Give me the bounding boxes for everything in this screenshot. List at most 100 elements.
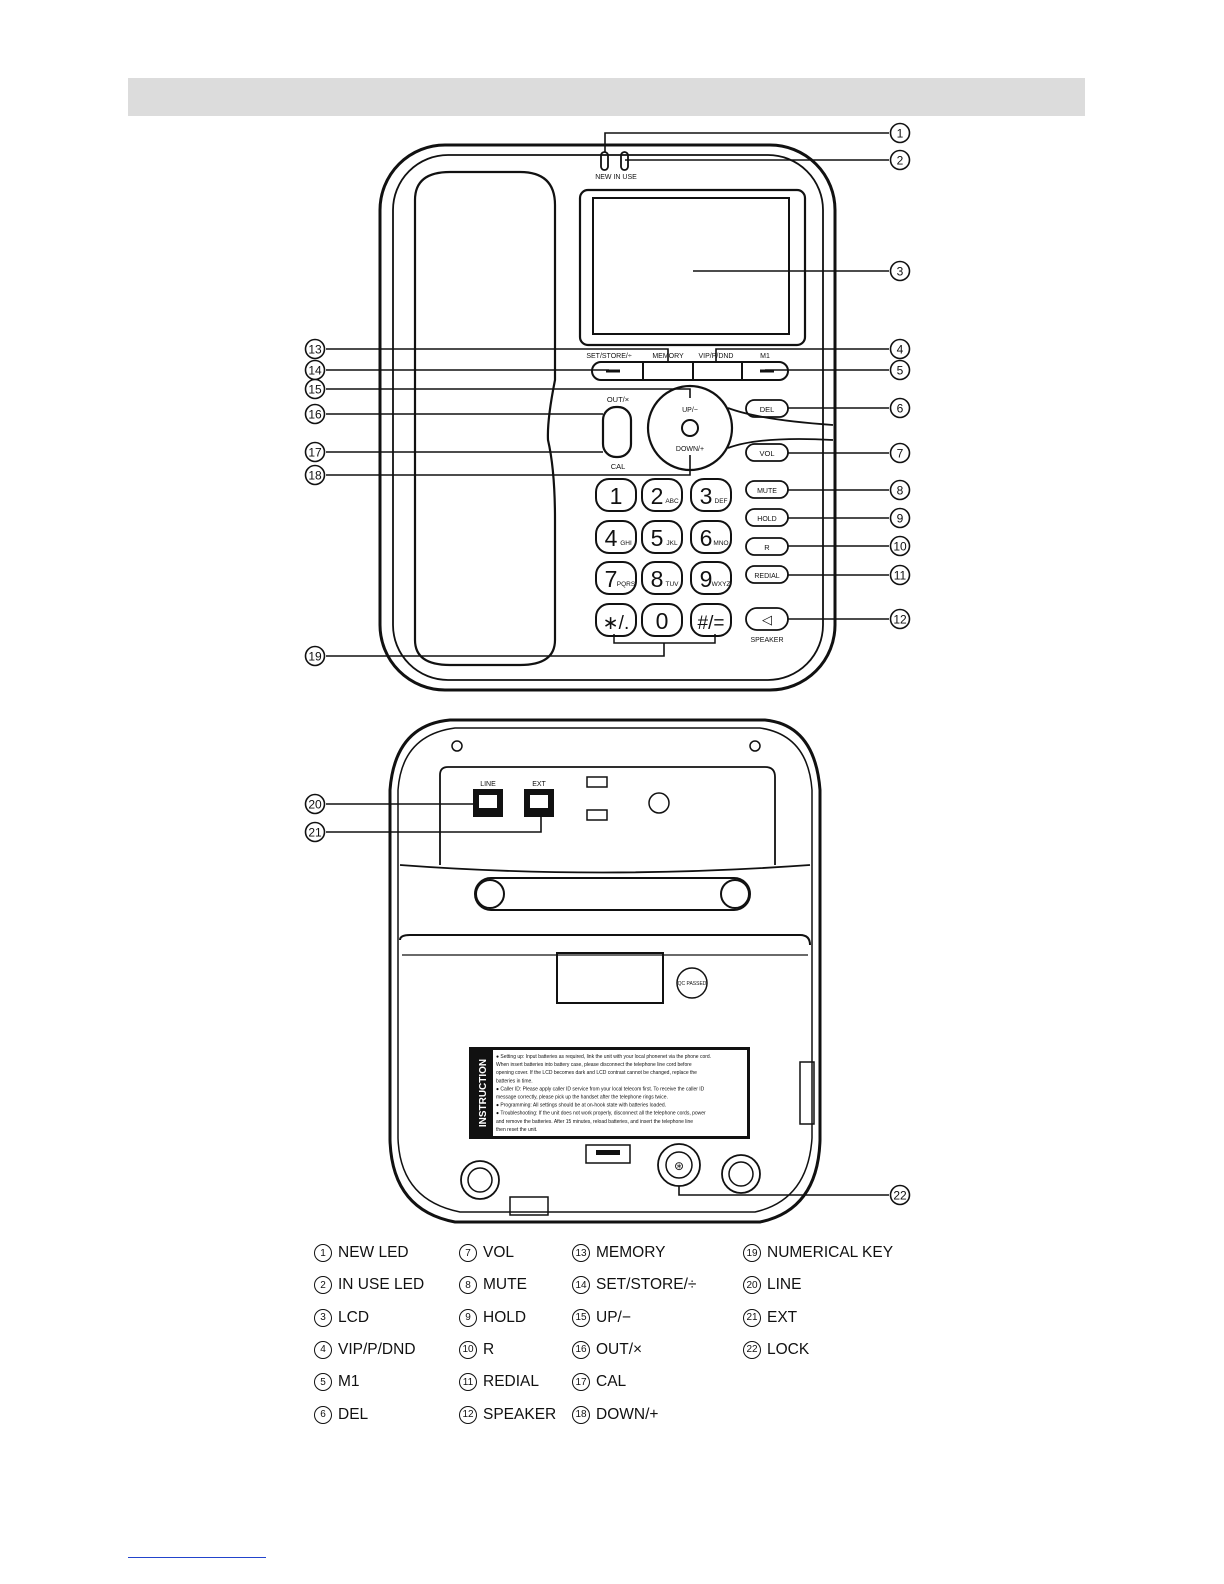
qc-label: QC PASSED xyxy=(678,981,707,987)
leader-line xyxy=(604,132,889,152)
callout-number: 6 xyxy=(897,402,904,416)
callout-number: 10 xyxy=(893,540,907,554)
key-outline[interactable] xyxy=(690,478,732,512)
speaker-label: SPEAKER xyxy=(750,637,783,644)
key-outline[interactable] xyxy=(690,561,732,595)
instruction-line: then reset the unit. xyxy=(496,1127,537,1133)
legend-label: R xyxy=(483,1340,495,1358)
nav-center[interactable] xyxy=(681,419,699,437)
jack-panel xyxy=(439,766,776,865)
screw-hole xyxy=(749,740,761,752)
key-outline[interactable] xyxy=(595,478,637,512)
speaker-icon: ◁ xyxy=(762,612,772,627)
front-view: NEW IN USE SET/STORE/÷ MEMORY VIP/P/DND … xyxy=(378,143,837,692)
legend-label: SET/STORE/÷ xyxy=(596,1276,697,1294)
rubber-foot-inner xyxy=(467,1167,493,1193)
key-letters: WXYZ xyxy=(712,581,731,588)
key-letters: JKL xyxy=(666,540,678,547)
rubber-foot xyxy=(460,1160,500,1200)
lock-icon: ⊛ xyxy=(674,1159,684,1173)
key-letters: MNO xyxy=(713,540,728,547)
mute-label: MUTE xyxy=(757,488,777,495)
leader-line xyxy=(326,643,665,657)
callout-13: 13 xyxy=(304,338,669,362)
callout-circle xyxy=(889,397,911,419)
legend-number: 7 xyxy=(459,1244,477,1262)
callout-6: 6 xyxy=(788,397,911,419)
legend-number: 16 xyxy=(572,1340,590,1359)
out-cal-button[interactable] xyxy=(601,405,633,459)
side-latch xyxy=(799,1061,815,1125)
legend-number: 11 xyxy=(459,1373,477,1392)
hold-label: HOLD xyxy=(757,516,776,523)
legend-number: 15 xyxy=(572,1308,590,1327)
instruction-line: ● Troubleshooting: If the unit does not … xyxy=(496,1111,706,1117)
callout-circle xyxy=(889,359,911,381)
callout-19: 19 xyxy=(304,643,665,667)
key-outline[interactable] xyxy=(641,603,683,637)
legend-label: IN USE LED xyxy=(338,1276,425,1294)
key-digit: 4 xyxy=(605,525,618,551)
phone-diagram: NEW IN USE SET/STORE/÷ MEMORY VIP/P/DND … xyxy=(304,122,911,1224)
m1-label: M1 xyxy=(760,353,770,360)
function-button-strip[interactable] xyxy=(591,361,789,381)
out-label: OUT/× xyxy=(607,395,629,404)
key-letters: PQRS xyxy=(617,581,636,588)
vol-label: VOL xyxy=(759,449,774,458)
key-outline[interactable] xyxy=(641,520,683,554)
instruction-title: INSTRUCTION xyxy=(478,1059,489,1127)
key-outline[interactable] xyxy=(690,520,732,554)
callout-circle xyxy=(304,464,326,486)
callout-circle xyxy=(304,793,326,815)
key-1[interactable]: 1 xyxy=(595,478,637,512)
carry-handle xyxy=(474,877,751,911)
legend-number: 12 xyxy=(459,1405,477,1424)
legend-number: 1 xyxy=(314,1244,332,1262)
instruction-line: opening cover. If the LCD becomes dark a… xyxy=(496,1070,697,1076)
key-outline[interactable] xyxy=(641,478,683,512)
legend-label: VOL xyxy=(483,1244,515,1261)
callout-number: 14 xyxy=(308,364,322,378)
callout-22: 22 xyxy=(678,1184,911,1206)
callout-number: 5 xyxy=(897,364,904,378)
callout-circle xyxy=(889,535,911,557)
leader-line xyxy=(326,455,691,476)
key-outline[interactable] xyxy=(595,561,637,595)
legend-number: 8 xyxy=(459,1276,477,1295)
key-12[interactable]: #/= xyxy=(690,603,732,637)
key-digit: 8 xyxy=(651,566,664,592)
label-plate xyxy=(556,952,664,1004)
callout-circle xyxy=(889,338,911,360)
callout-number: 8 xyxy=(897,484,904,498)
key-11[interactable]: 0 xyxy=(641,603,683,637)
key-outline[interactable] xyxy=(595,520,637,554)
callout-5: 5 xyxy=(765,359,911,381)
key-outline[interactable] xyxy=(690,603,732,637)
callout-circle xyxy=(889,564,911,586)
callout-number: 7 xyxy=(897,447,904,461)
key-outline[interactable] xyxy=(641,561,683,595)
key-10[interactable]: ∗/. xyxy=(595,603,637,637)
leader-line xyxy=(678,1186,889,1196)
key-outline[interactable] xyxy=(595,603,637,637)
lcd-bezel xyxy=(578,188,807,347)
callout-number: 19 xyxy=(308,650,322,664)
legend-number: 18 xyxy=(572,1405,590,1424)
instruction-text-area xyxy=(493,1050,747,1136)
